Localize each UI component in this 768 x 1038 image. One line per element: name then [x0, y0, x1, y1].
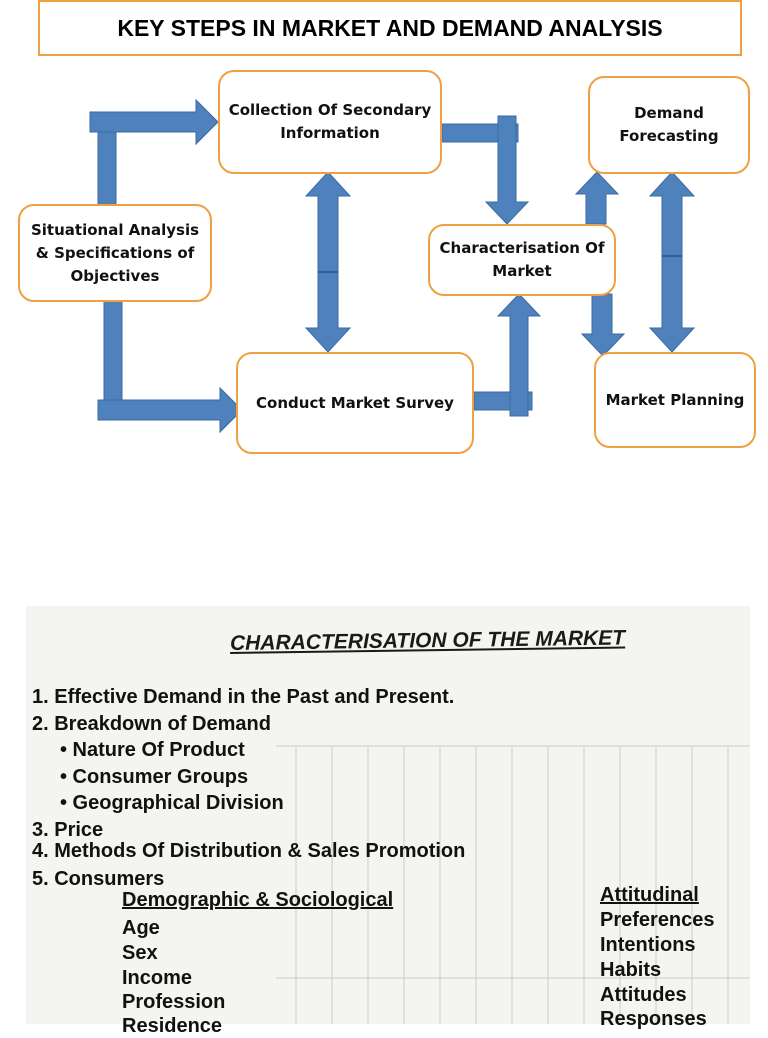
- arrow-situational-to-secondary-stem: [97, 129, 117, 207]
- arrow-situational-to-survey-stem: [103, 299, 123, 405]
- scan-item-4: 4. Methods Of Distribution & Sales Promo…: [32, 840, 466, 862]
- node-secondary-information: Collection Of Secondary Information: [218, 70, 442, 174]
- arrow-situational-to-survey-head: [97, 386, 243, 434]
- arrow-survey-to-char-head: [496, 293, 542, 417]
- arrow-secondary-to-char-head: [484, 115, 530, 225]
- attitudinal-item-4: Attitudes: [600, 984, 687, 1006]
- diagram-title-box: KEY STEPS IN MARKET AND DEMAND ANALYSIS: [38, 0, 742, 56]
- arrow-char-to-planning: [580, 293, 626, 357]
- node-market-planning: Market Planning: [594, 352, 756, 448]
- attitudinal-item-2: Intentions: [600, 934, 696, 956]
- scan-item-1: 1. Effective Demand in the Past and Pres…: [32, 686, 455, 708]
- scan-subitem-2: • Consumer Groups: [60, 766, 249, 788]
- demographic-heading: Demographic & Sociological: [122, 889, 394, 911]
- arrow-situational-to-secondary-head: [89, 98, 219, 146]
- node-demand-forecasting: Demand Forecasting: [588, 76, 750, 174]
- arrow-char-to-forecasting: [574, 171, 620, 225]
- scan-item-5: 5. Consumers: [32, 868, 165, 890]
- node-market-survey: Conduct Market Survey: [236, 352, 474, 454]
- attitudinal-item-5: Responses: [600, 1008, 707, 1030]
- arrow-secondary-survey-double: [304, 171, 352, 353]
- arrow-forecasting-planning-double: [648, 171, 696, 353]
- attitudinal-item-1: Preferences: [600, 909, 715, 931]
- node-characterisation: Characterisation Of Market: [428, 224, 616, 296]
- attitudinal-heading: Attitudinal: [600, 884, 699, 906]
- demographic-item-2: Sex: [122, 942, 158, 964]
- demographic-item-4: Profession: [122, 991, 226, 1013]
- scan-subitem-1: • Nature Of Product: [60, 739, 245, 761]
- scan-item-3: 3. Price: [32, 819, 104, 841]
- demographic-item-1: Age: [122, 917, 160, 939]
- diagram-title: KEY STEPS IN MARKET AND DEMAND ANALYSIS: [117, 14, 663, 41]
- demographic-item-3: Income: [122, 967, 193, 989]
- scan-background-ruling: [276, 745, 750, 1024]
- scan-item-2: 2. Breakdown of Demand: [32, 713, 271, 735]
- node-situational-analysis: Situational Analysis & Specifications of…: [18, 204, 212, 302]
- demographic-item-5: Residence: [122, 1015, 223, 1037]
- scan-subitem-3: • Geographical Division: [60, 792, 284, 814]
- scanned-page: [26, 606, 750, 1024]
- attitudinal-item-3: Habits: [600, 959, 662, 981]
